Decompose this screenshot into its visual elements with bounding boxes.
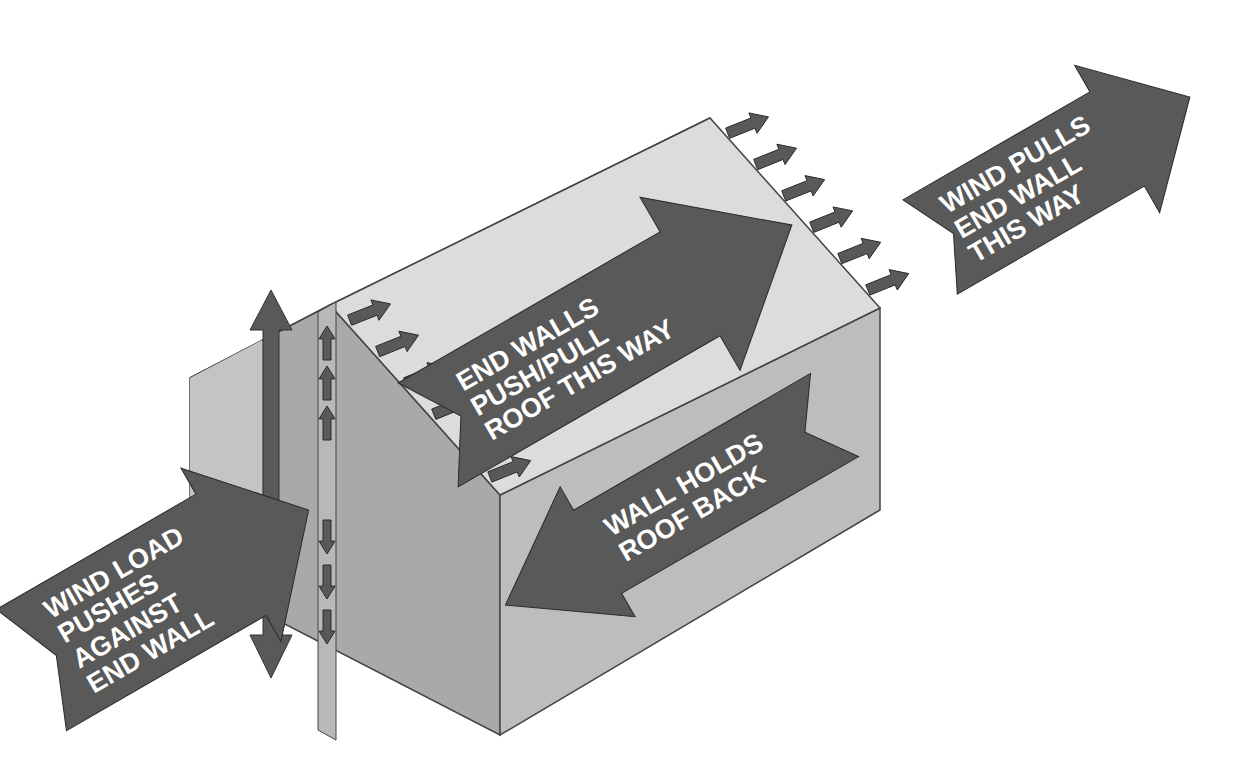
- stud-strip: [318, 302, 336, 740]
- small-arrow: [838, 238, 881, 263]
- small-arrow: [782, 176, 825, 201]
- small-arrow: [319, 520, 335, 554]
- arrow-label: WIND LOAD PUSHES AGAINST END WALL: [39, 513, 245, 698]
- arrow-outline: [888, 23, 1233, 320]
- small-arrow: [319, 366, 335, 400]
- small-arrow: [726, 113, 769, 138]
- arrow-label: WIND PULLS END WALL THIS WAY: [935, 105, 1132, 268]
- small-arrow: [319, 406, 335, 440]
- small-arrow: [319, 326, 335, 360]
- small-arrow: [319, 610, 335, 644]
- arrow-callout: WIND PULLS END WALL THIS WAY: [888, 23, 1233, 320]
- small-arrow: [866, 270, 909, 296]
- small-arrow: [810, 207, 853, 233]
- small-arrow: [319, 565, 335, 599]
- arrow-outline: [468, 350, 872, 670]
- small-arrow: [376, 331, 419, 357]
- small-arrow: [348, 300, 391, 325]
- arrow-outline: [0, 423, 359, 756]
- small-arrow: [754, 144, 797, 170]
